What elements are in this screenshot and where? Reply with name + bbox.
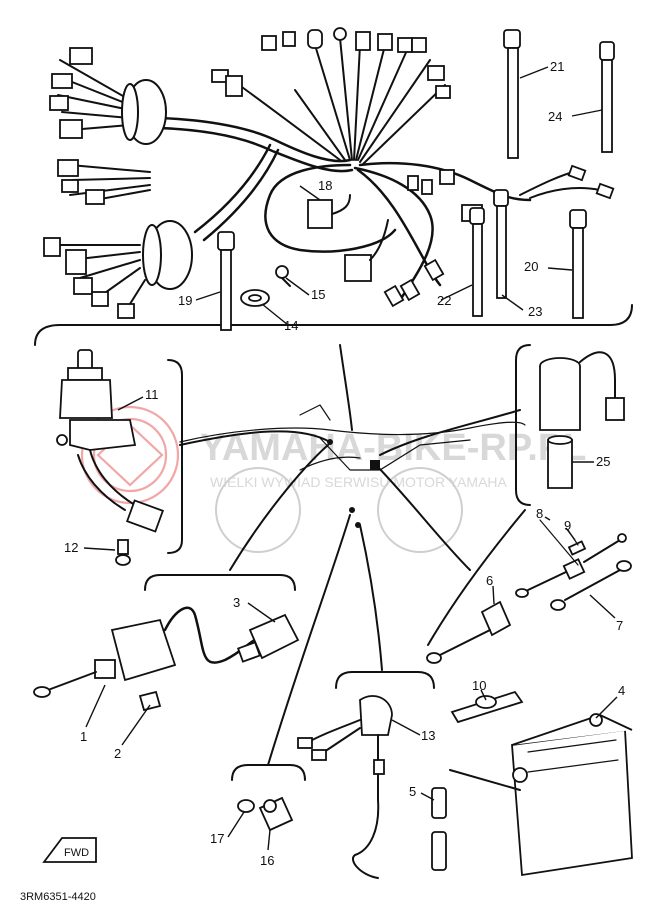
fwd-label: FWD [64, 847, 89, 859]
cable-6 [426, 600, 512, 664]
spark-plug-cap [236, 613, 300, 663]
fuse-9 [567, 540, 587, 556]
cable-band-24 [599, 41, 615, 153]
watermark: YAMAHA-BIKE-RP.PL WIELKI WYWIAD SERWISU … [80, 405, 586, 505]
part-label-6: 6 [486, 573, 493, 588]
diagram-code: 3RM6351-4420 [20, 891, 96, 903]
grip-bracket [515, 344, 531, 506]
part-label-3: 3 [233, 595, 240, 610]
harness-group-bracket [34, 304, 633, 346]
cable-band-23 [493, 189, 509, 299]
cable-7 [550, 560, 632, 611]
clamp-14 [240, 289, 270, 307]
part-label-10: 10 [472, 678, 486, 693]
neutral-switch [297, 695, 393, 879]
part-label-15: 15 [311, 287, 325, 302]
part-label-18: 18 [318, 178, 332, 193]
part-labels: 1 2 3 4 5 6 7 8 9 10 11 12 13 14 15 16 1… [64, 59, 625, 868]
part-label-22: 22 [437, 293, 451, 308]
part-label-13: 13 [421, 728, 435, 743]
part-label-1: 1 [80, 729, 87, 744]
part-label-9: 9 [564, 518, 571, 533]
coil-bracket [144, 574, 296, 591]
part-label-23: 23 [528, 304, 542, 319]
leader-lines [83, 66, 618, 851]
main-switch [56, 349, 165, 533]
bolt-2 [138, 690, 162, 712]
harness-leader [339, 344, 353, 431]
part-label-4: 4 [618, 683, 625, 698]
battery [449, 713, 633, 877]
part-label-14: 14 [284, 318, 298, 333]
cable-8 [515, 533, 627, 598]
part-label-25: 25 [596, 454, 610, 469]
part-label-11: 11 [145, 387, 159, 402]
main-wire-harness [43, 27, 615, 319]
battery-band-10 [450, 690, 524, 724]
part-label-16: 16 [260, 853, 274, 868]
screw-15 [275, 265, 291, 287]
part-label-21: 21 [550, 59, 564, 74]
bracket-8-9 [539, 519, 579, 566]
cable-band-20 [569, 209, 587, 319]
part-label-20: 20 [524, 259, 538, 274]
oil-level-switch [237, 796, 294, 832]
cable-band-19 [217, 231, 235, 331]
screw-12 [115, 539, 131, 566]
part-label-17: 17 [210, 831, 224, 846]
part-label-2: 2 [114, 746, 121, 761]
fwd-arrow: FWD [42, 837, 97, 863]
watermark-sub: WIELKI WYWIAD SERWISU MOTOR YAMAHA [210, 474, 508, 490]
part-label-5: 5 [409, 784, 416, 799]
cable-band-21 [503, 29, 521, 159]
part-label-8: 8 [536, 506, 543, 521]
part-label-19: 19 [178, 293, 192, 308]
oil-switch-bracket [231, 764, 306, 781]
cable-band-22 [469, 207, 485, 317]
part-label-12: 12 [64, 540, 78, 555]
fuse-5 [431, 787, 447, 871]
ignition-coil [33, 606, 262, 698]
main-switch-bracket [167, 359, 183, 554]
neutral-switch-bracket [335, 671, 435, 689]
part-label-7: 7 [616, 618, 623, 633]
grip-assembly [539, 351, 625, 489]
part-label-24: 24 [548, 109, 562, 124]
